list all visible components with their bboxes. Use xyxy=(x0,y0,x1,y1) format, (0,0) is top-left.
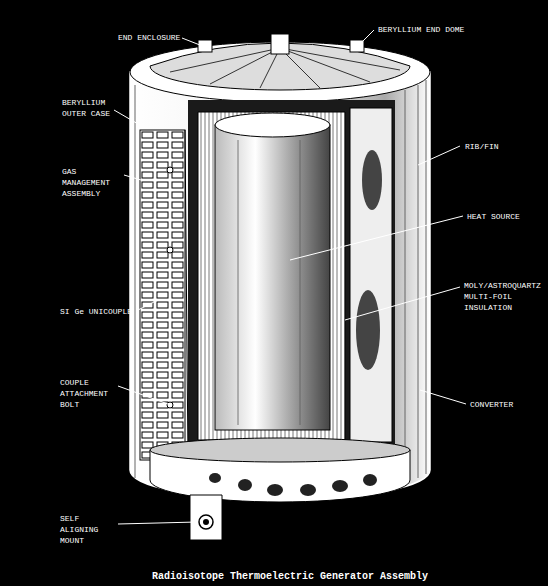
converter-shading xyxy=(356,150,382,370)
part-label: RIB/FIN xyxy=(465,141,499,152)
leader-lines xyxy=(114,30,466,524)
heat-source-top xyxy=(215,113,330,137)
flange-lug xyxy=(198,40,212,52)
part-label: BERYLLIUM OUTER CASE xyxy=(62,97,112,119)
part-label: SI Ge UNICOUPLE xyxy=(60,306,132,317)
base-top xyxy=(150,438,410,462)
stack-edge xyxy=(185,130,188,460)
part-label: BERYLLIUM END DOME xyxy=(378,24,464,35)
mount-eye xyxy=(203,519,209,525)
mount-eye xyxy=(199,515,213,529)
part-label: HEAT SOURCE xyxy=(467,211,520,222)
part-label: CONVERTER xyxy=(470,399,513,410)
cutaway xyxy=(188,100,395,445)
dome-hub xyxy=(271,34,289,54)
part-label: GAS MANAGEMENT ASSEMBLY xyxy=(62,166,124,199)
heat-source xyxy=(215,125,330,430)
part-label: END ENCLOSURE xyxy=(118,32,180,43)
part-label: COUPLE ATTACHMENT BOLT xyxy=(60,377,116,410)
attachment-bolts xyxy=(167,167,173,408)
caption: Radioisotope Thermoelectric Generator As… xyxy=(152,571,428,582)
converter xyxy=(350,108,392,442)
mount xyxy=(190,495,222,540)
unicouple-stack xyxy=(140,130,185,460)
fins xyxy=(135,80,426,480)
base-holes xyxy=(209,473,377,496)
part-label: SELF ALIGNING MOUNT xyxy=(60,513,116,546)
outer-case xyxy=(130,72,430,500)
heat-source-shade xyxy=(300,140,301,425)
heat-source-shade xyxy=(238,140,239,425)
part-label: MOLY/ASTROQUARTZ MULTI-FOIL INSULATION xyxy=(464,280,544,313)
insulation xyxy=(198,112,345,440)
